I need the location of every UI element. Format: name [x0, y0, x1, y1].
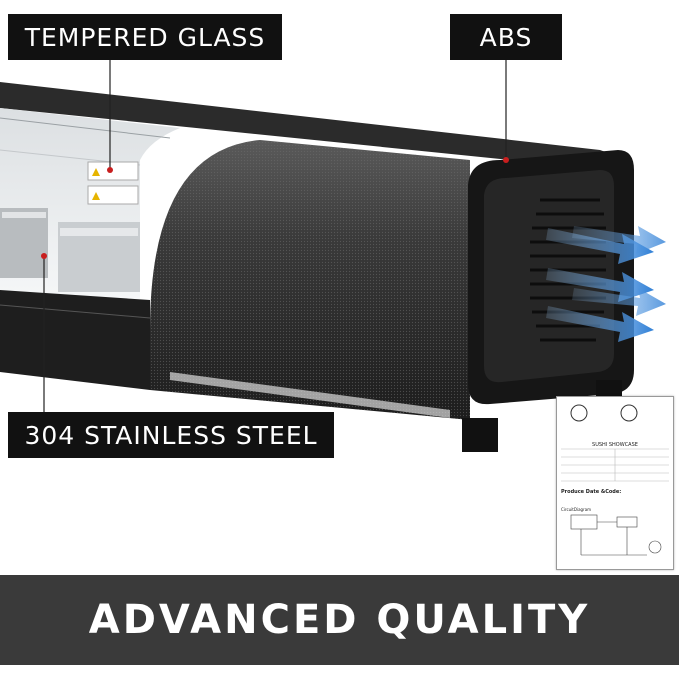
marker-abs: [503, 157, 509, 163]
quality-banner-text: ADVANCED QUALITY: [88, 597, 591, 643]
stainless-pan: [0, 208, 48, 278]
callout-abs-text: ABS: [479, 22, 533, 52]
callout-leaders: [43, 60, 507, 412]
airflow-arrows: [546, 226, 666, 342]
spec-label-diagram: CircuitDiagram: [561, 507, 592, 512]
foot-right: [596, 380, 622, 398]
marker-glass: [107, 167, 113, 173]
bottom-strip: [0, 665, 679, 679]
spec-label-produce-date: Produce Date &Code:: [561, 489, 622, 495]
callout-abs: ABS: [450, 14, 562, 60]
callout-tempered-glass: TEMPERED GLASS: [8, 14, 282, 60]
foot-left: [462, 418, 498, 452]
product-spec-label: SUSHI SHOWCASE Produce Date &Code: Circu…: [556, 396, 674, 570]
callout-stainless-steel: 304 STAINLESS STEEL: [8, 412, 334, 458]
callout-tempered-glass-text: TEMPERED GLASS: [24, 22, 266, 52]
spec-label-graphics: [561, 404, 669, 556]
marker-steel: [41, 253, 47, 259]
quality-banner: ADVANCED QUALITY: [0, 575, 679, 665]
glass-canopy: [0, 82, 628, 172]
warning-sticker: [87, 161, 139, 181]
spec-label-title: SUSHI SHOWCASE: [592, 442, 638, 448]
callout-stainless-text: 304 STAINLESS STEEL: [24, 420, 318, 450]
